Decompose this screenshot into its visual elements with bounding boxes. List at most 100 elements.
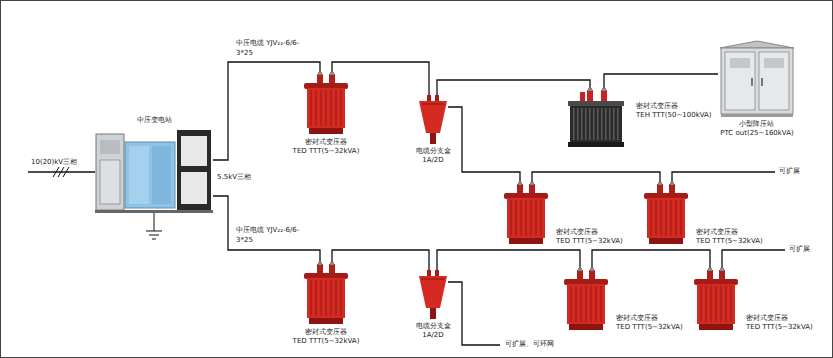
illustration-part (577, 270, 583, 280)
equipment-rating: PTC out(25~160kVA) (720, 129, 793, 138)
illustration-part (655, 200, 657, 236)
illustration-part (613, 108, 615, 140)
equipment-name: 电缆分支盒 (416, 147, 451, 156)
equipment-rating: 1A/2D (416, 331, 451, 340)
illustration-part (96, 134, 124, 210)
node-caption: 密封式变压器TED TTT(5~32kVA) (746, 314, 813, 332)
illustration-part (580, 286, 582, 322)
illustration-part (320, 90, 322, 126)
illustration-part (430, 308, 436, 319)
illustration-part (569, 324, 603, 330)
illustration-part (181, 172, 207, 204)
illustration-part (707, 270, 713, 280)
illustration-part (340, 280, 342, 316)
illustration-part (708, 268, 712, 271)
illustration-part (649, 238, 683, 244)
illustration-part (593, 108, 595, 140)
illustration-part (95, 210, 213, 213)
illustration-part (650, 200, 652, 236)
illustration-part (509, 238, 543, 244)
transformer-illustration (560, 268, 612, 332)
illustration-part (329, 74, 335, 84)
illustration-part (325, 280, 327, 316)
illustration-part (507, 198, 545, 238)
illustration-part (325, 90, 327, 126)
node-caption: 密封式变压器TED TTT(5~32kVA) (556, 228, 623, 246)
cable-connector (437, 250, 580, 270)
illustration-part (581, 108, 583, 140)
illustration-part (715, 286, 717, 322)
illustration-part (764, 58, 784, 68)
equipment-name: 密封式变压器 (293, 328, 360, 337)
illustration-part (601, 108, 603, 140)
extension-line (448, 282, 500, 345)
cable-connector (448, 107, 520, 182)
illustration-part (725, 286, 727, 322)
equipment-rating: 1A/2D (416, 156, 451, 165)
node-caption: 电缆分支盒1A/2D (416, 322, 451, 340)
illustration-part (697, 284, 735, 324)
illustration-part (617, 108, 619, 140)
illustration-part (330, 72, 334, 75)
equipment-rating: TED TTT(5~32kVA) (293, 147, 360, 156)
illustration-part (129, 146, 149, 204)
illustration-part (100, 160, 120, 204)
illustration-part (330, 90, 332, 126)
illustration-part (422, 278, 444, 280)
illustration-part (699, 324, 733, 330)
illustration-part (605, 108, 607, 140)
illustration-part (422, 103, 444, 105)
illustration-part (568, 101, 624, 106)
equipment-rating: TED TTT(5~32kVA) (696, 237, 763, 246)
illustration-part (719, 270, 725, 280)
illustration-part (517, 184, 523, 194)
illustration-part (515, 200, 517, 236)
transformer-node: 密封式变压器TED TTT(5~32kVA) (300, 72, 352, 136)
equipment-name: 密封式变压器 (556, 228, 623, 237)
illustration-part (540, 200, 542, 236)
branch-box-node: 电缆分支盒1A/2D (418, 270, 448, 320)
cable-connector (332, 62, 429, 95)
node-caption: 密封式变压器TEH TTT(50~100kVA) (636, 102, 712, 120)
transformer-node: 密封式变压器TED TTT(5~32kVA) (560, 268, 612, 332)
illustration-part (609, 108, 611, 140)
ground-symbol (152, 239, 156, 240)
substation-node: 中压变电站 (95, 128, 213, 213)
illustration-part (535, 200, 537, 236)
illustration-part (181, 136, 207, 166)
illustration-part (657, 184, 663, 194)
cable-connector (604, 74, 718, 88)
illustration-part (751, 78, 753, 86)
node-caption: 密封式变压器TED TTT(5~32kVA) (293, 138, 360, 156)
illustration-part (705, 286, 707, 322)
transformer-node: 密封式变压器TED TTT(5~32kVA) (640, 182, 692, 246)
illustration-part (587, 90, 593, 102)
illustration-part (427, 95, 431, 102)
illustration-part (318, 262, 322, 265)
equipment-rating: TED TTT(5~32kVA) (293, 337, 360, 346)
illustration-part (595, 286, 597, 322)
illustration-part (589, 108, 591, 140)
equipment-rating: TED TTT(5~32kVA) (616, 323, 683, 332)
equipment-rating: TED TTT(5~32kVA) (556, 237, 623, 246)
illustration-part (721, 48, 793, 114)
illustration-part (335, 90, 337, 126)
illustration-part (585, 286, 587, 322)
annotation-label: 可扩展 (788, 245, 811, 254)
cable-label: 中压电缆 YJV₂₂-6/6-3*25 (236, 38, 316, 58)
illustration-part (317, 74, 323, 84)
illustration-part (435, 270, 439, 277)
illustration-part (658, 182, 662, 185)
illustration-part (520, 200, 522, 236)
phase-tick (53, 167, 59, 177)
annotation-label: 可扩展 (778, 167, 801, 176)
cable-connector (213, 196, 320, 262)
illustration-part (759, 52, 789, 110)
illustration-part (310, 280, 312, 316)
equipment-name: 密封式变压器 (636, 102, 712, 111)
cable-connector (437, 80, 590, 95)
illustration-part (330, 262, 334, 265)
transformer-illustration (500, 182, 552, 246)
cable-connector (332, 250, 429, 270)
oil-transformer-illustration (560, 88, 632, 148)
